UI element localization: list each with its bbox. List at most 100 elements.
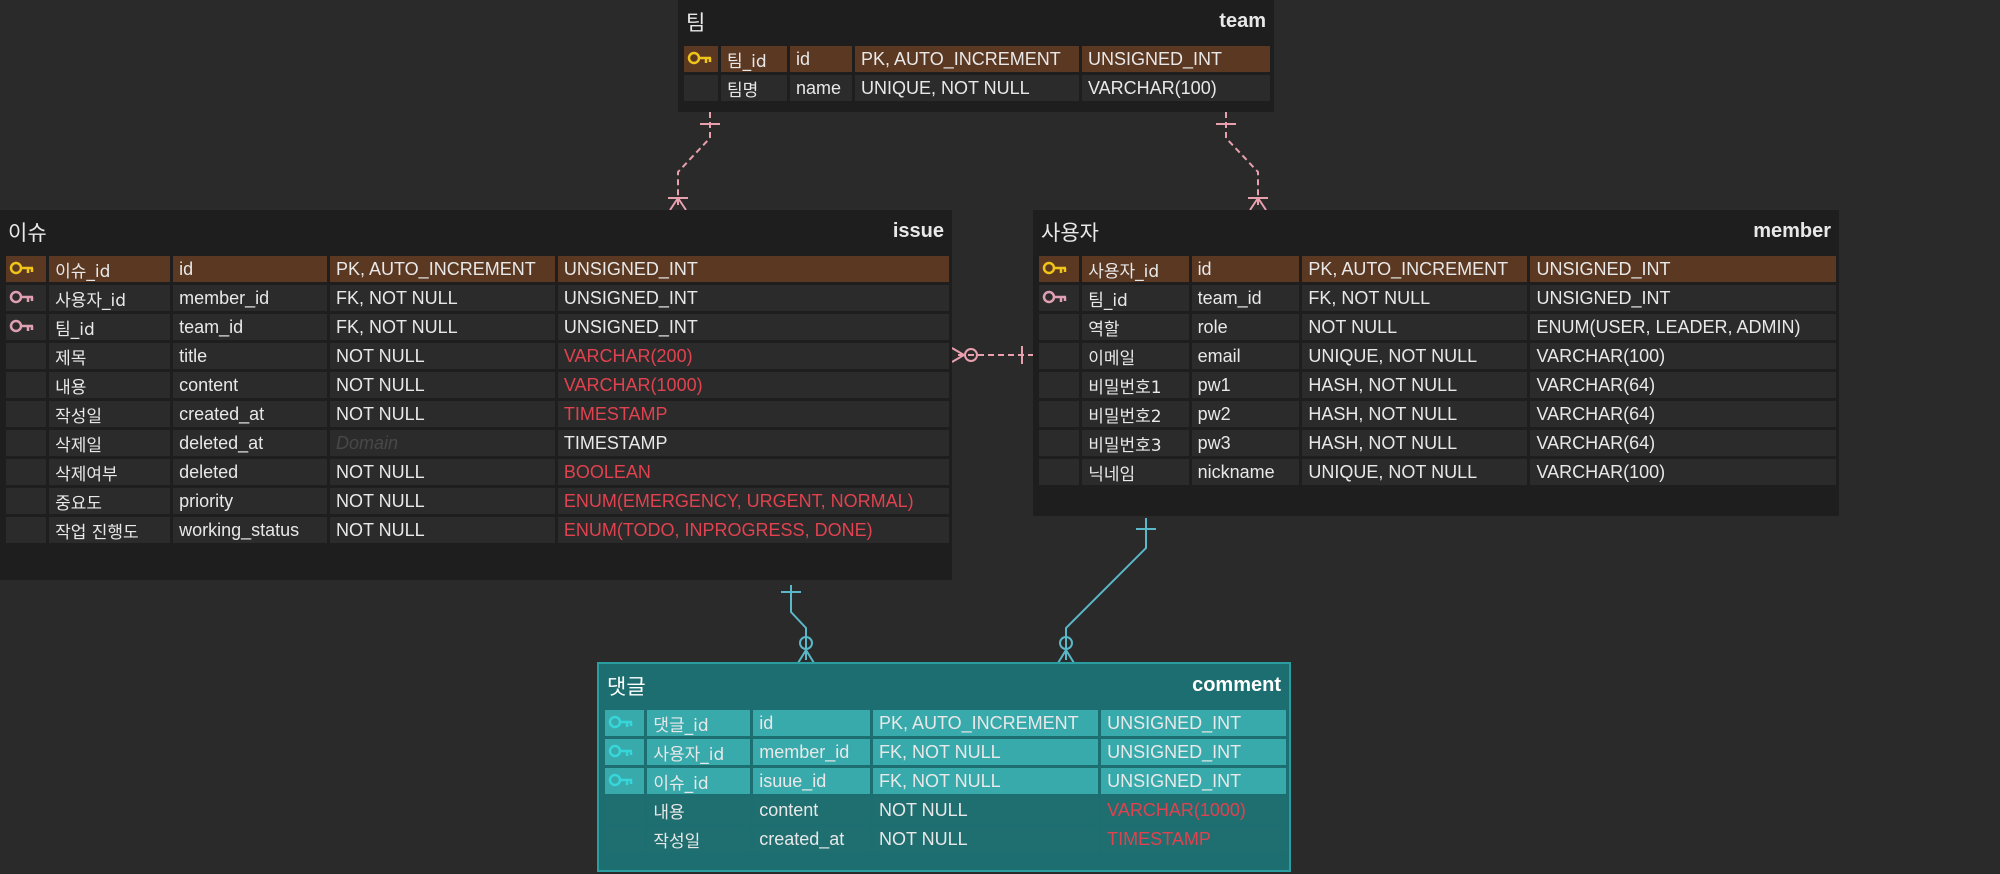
constraint-cell: FK, NOT NULL <box>329 314 555 340</box>
key-cell <box>6 343 47 369</box>
constraint-cell: FK, NOT NULL <box>872 768 1099 794</box>
logical-name-cell: 사용자_id <box>1082 256 1189 282</box>
column-name-cell: name <box>790 75 852 101</box>
key-cell <box>605 797 645 823</box>
foreign-key-icon <box>605 739 645 765</box>
constraint-cell: NOT NULL <box>1302 314 1528 340</box>
primary-key-icon <box>6 256 47 282</box>
logical-name-cell: 이슈_id <box>647 768 751 794</box>
data-type-cell: VARCHAR(1000) <box>557 372 949 398</box>
key-cell <box>1039 343 1080 369</box>
column-name-cell: id <box>790 46 852 72</box>
logical-name-cell: 닉네임 <box>1082 459 1189 485</box>
key-cell <box>1039 401 1080 427</box>
relation-team-member <box>1216 112 1268 211</box>
constraint-cell: FK, NOT NULL <box>872 739 1099 765</box>
column-name-cell: pw2 <box>1191 401 1300 427</box>
constraint-cell: HASH, NOT NULL <box>1302 372 1528 398</box>
constraint-cell: PK, AUTO_INCREMENT <box>855 46 1079 72</box>
data-type-cell: UNSIGNED_INT <box>557 285 949 311</box>
entity-korean-name: 팀 <box>686 11 706 35</box>
column-name-cell: pw3 <box>1191 430 1300 456</box>
column-name-cell: team_id <box>173 314 327 340</box>
logical-name-cell: 역할 <box>1082 314 1189 340</box>
foreign-key-icon <box>605 768 645 794</box>
constraint-cell: NOT NULL <box>329 401 555 427</box>
data-type-cell: UNSIGNED_INT <box>1101 710 1286 736</box>
foreign-key-icon <box>1039 285 1080 311</box>
constraint-cell: FK, NOT NULL <box>1302 285 1528 311</box>
data-type-cell: TIMESTAMP <box>1101 826 1286 852</box>
foreign-key-icon <box>6 314 47 340</box>
primary-key-icon <box>1039 256 1080 282</box>
constraint-cell: NOT NULL <box>329 488 555 514</box>
relation-issue-comment <box>781 585 815 664</box>
column-name-cell: created_at <box>173 401 327 427</box>
data-type-cell: UNSIGNED_INT <box>1101 768 1286 794</box>
column-name-cell: isuue_id <box>753 768 870 794</box>
entity-table-name: issue <box>892 220 944 242</box>
constraint-cell: NOT NULL <box>872 797 1099 823</box>
column-name-cell: team_id <box>1191 285 1300 311</box>
key-cell <box>6 430 47 456</box>
column-name-cell: content <box>753 797 870 823</box>
data-type-cell: VARCHAR(200) <box>557 343 949 369</box>
key-cell <box>6 459 47 485</box>
column-name-cell: member_id <box>173 285 327 311</box>
column-name-cell: priority <box>173 488 327 514</box>
entity-korean-name: 댓글 <box>607 675 646 699</box>
logical-name-cell: 내용 <box>49 372 171 398</box>
column-name-cell: deleted_at <box>173 430 327 456</box>
data-type-cell: VARCHAR(64) <box>1530 372 1836 398</box>
logical-name-cell: 작성일 <box>647 826 751 852</box>
logical-name-cell: 팀명 <box>721 75 787 101</box>
data-type-cell: VARCHAR(100) <box>1082 75 1270 101</box>
logical-name-cell: 팀_id <box>721 46 787 72</box>
logical-name-cell: 중요도 <box>49 488 171 514</box>
logical-name-cell: 팀_id <box>1082 285 1189 311</box>
data-type-cell: ENUM(USER, LEADER, ADMIN) <box>1530 314 1836 340</box>
column-name-cell: member_id <box>753 739 870 765</box>
column-name-cell: id <box>1191 256 1300 282</box>
logical-name-cell: 삭제여부 <box>49 459 171 485</box>
data-type-cell: UNSIGNED_INT <box>557 314 949 340</box>
column-name-cell: role <box>1191 314 1300 340</box>
logical-name-cell: 삭제일 <box>49 430 171 456</box>
constraint-cell: PK, AUTO_INCREMENT <box>1302 256 1528 282</box>
column-name-cell: pw1 <box>1191 372 1300 398</box>
logical-name-cell: 댓글_id <box>647 710 751 736</box>
relation-member-comment <box>1057 518 1156 664</box>
data-type-cell: UNSIGNED_INT <box>557 256 949 282</box>
